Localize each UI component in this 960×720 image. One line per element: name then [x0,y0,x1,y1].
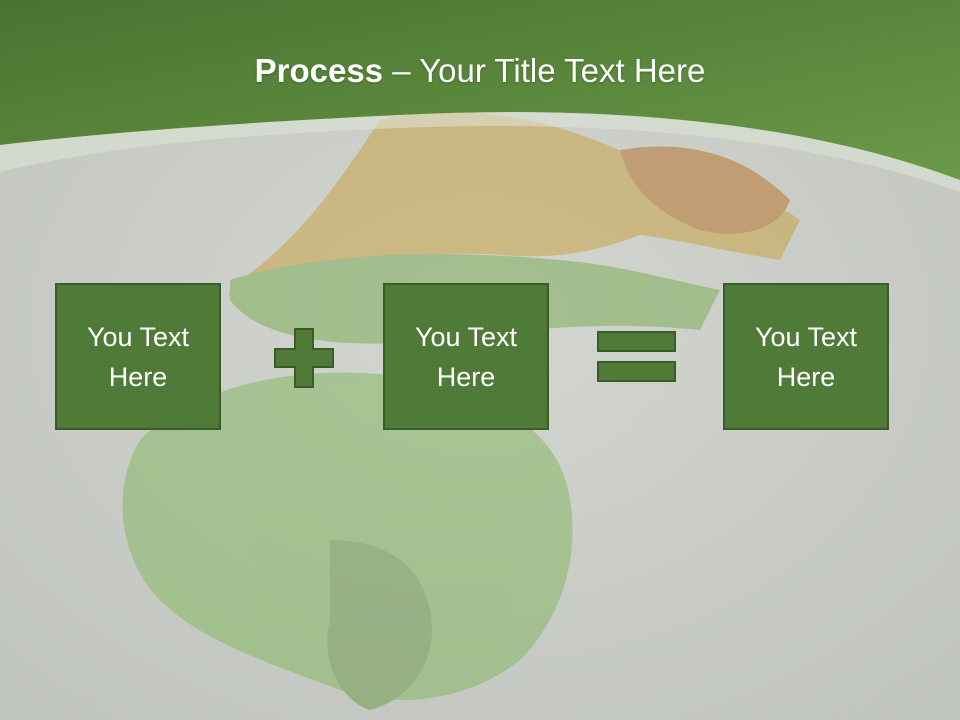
process-box-1[interactable]: You Text Here [55,283,221,430]
plus-icon [274,328,334,388]
slide-title: Process – Your Title Text Here [0,52,960,90]
process-box-2[interactable]: You Text Here [383,283,549,430]
process-box-3[interactable]: You Text Here [723,283,889,430]
process-box-2-text: You Text Here [414,321,518,392]
process-box-3-text: You Text Here [754,321,858,392]
title-rest: – Your Title Text Here [383,52,706,89]
process-box-1-text: You Text Here [86,321,190,392]
equals-icon [597,331,676,382]
title-bold: Process [254,52,384,89]
